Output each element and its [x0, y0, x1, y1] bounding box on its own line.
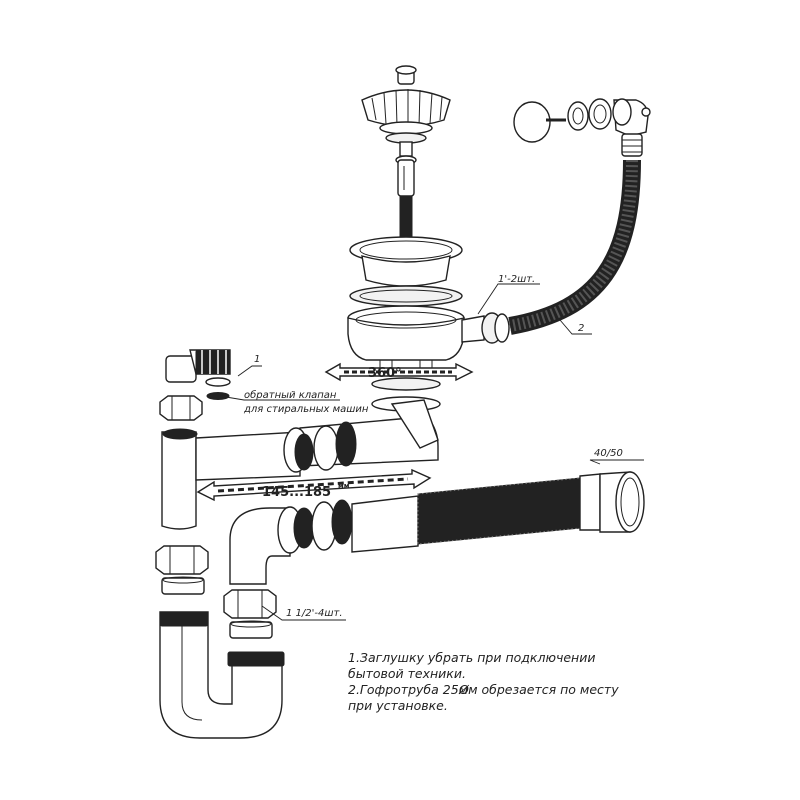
note-line-2: бытовой техники.: [348, 666, 466, 681]
u-trap: [159, 611, 285, 739]
corrugated-pipe: [417, 471, 645, 545]
leader-callout-2: [559, 319, 592, 335]
strainer-body: [347, 305, 510, 374]
union-nut-right: [223, 589, 277, 619]
check-valve-elbow: [165, 349, 231, 400]
installation-notes: 1.Заглушку убрать при подключении бытово…: [348, 650, 619, 713]
gasket-ring: [371, 377, 441, 391]
outlet-tee-pipe: [161, 399, 439, 530]
length-arrow: [196, 468, 432, 502]
thread-ring-lower: [161, 576, 205, 595]
union-nut-left: [159, 395, 203, 421]
diameter-symbol: Ø: [458, 682, 470, 697]
check-valve-label-line2: для стиральных машин: [243, 404, 369, 415]
callout-2-label: 2: [578, 323, 584, 334]
outlet-size-label: 40/50: [594, 448, 623, 459]
rotation-label: 360°: [368, 366, 402, 381]
union-nut-lower: [155, 545, 209, 575]
check-valve-label-line1: обратный клапан: [244, 389, 337, 401]
leader-callout-1: [237, 365, 262, 377]
nut-1inch-label: 1'-2шт.: [498, 274, 535, 285]
overflow-hose: [508, 159, 641, 335]
note-line-1: 1.Заглушку убрать при подключении: [348, 650, 595, 665]
rotation-arrow: [324, 362, 474, 382]
length-unit-label: мм: [338, 482, 350, 490]
length-range-label: 145...185: [262, 485, 331, 500]
leader-outlet-size: [589, 459, 644, 465]
note-line-4: при установке.: [348, 698, 448, 713]
leader-nut-1inch: [477, 283, 540, 315]
nut-1-5inch-label: 1 1/2'-4шт.: [286, 608, 343, 619]
overflow-assembly: [513, 98, 651, 157]
strainer-basket: [361, 65, 451, 157]
siphon-elbow: [229, 495, 419, 585]
leader-nut-1-5inch: [261, 605, 346, 621]
note-line-3: 2.Гофротруба 25мм обрезается по месту: [348, 682, 619, 697]
leader-check-valve: [219, 395, 340, 401]
sink-flange: [349, 236, 463, 307]
center-stem: [395, 155, 417, 237]
thread-ring-right: [229, 620, 273, 639]
callout-1-label: 1: [254, 354, 260, 365]
